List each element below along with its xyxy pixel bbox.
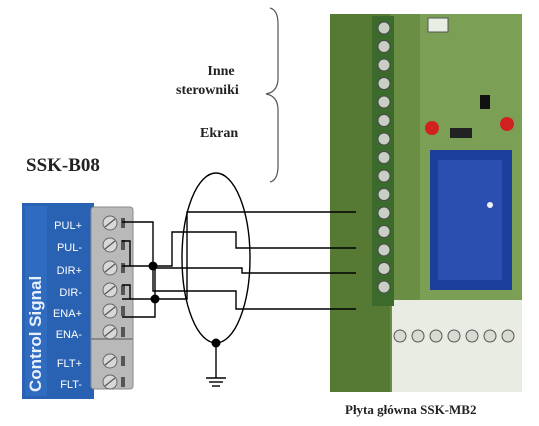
- other-controllers-label-line1: Inne: [207, 64, 235, 79]
- board-screw: [465, 329, 479, 343]
- board-bottom-screws: [393, 329, 515, 343]
- board-screw: [377, 95, 391, 109]
- board-screw: [377, 58, 391, 72]
- wire-ena-plus: [122, 211, 356, 300]
- control-signal-label: Control Signal: [26, 276, 45, 392]
- board-screw: [377, 40, 391, 53]
- board-screw: [393, 329, 407, 343]
- pin-label-pul-minusplus: PUL+: [54, 220, 82, 232]
- ssk-b08-module: Control Signal: [22, 203, 134, 399]
- junction-dots: [148, 261, 221, 348]
- board-screw: [447, 329, 461, 343]
- wire-dir-plus: [122, 231, 356, 267]
- wires: [122, 172, 356, 387]
- board-screw: [377, 114, 391, 127]
- wire-dir-minus: [122, 284, 131, 299]
- other-controllers-label-line2: sterowniki: [176, 83, 239, 98]
- board-screw: [483, 329, 497, 343]
- board-screw: [377, 21, 391, 35]
- pin-label-dir-minus: DIR-: [59, 287, 82, 299]
- board-screw: [377, 132, 391, 146]
- shield-label: Ekran: [200, 126, 239, 141]
- module-title: SSK-B08: [26, 155, 100, 176]
- board-screw: [377, 169, 391, 183]
- wire-pul-plus: [122, 221, 356, 310]
- board-screw: [377, 206, 391, 220]
- shield-ellipse: [181, 172, 251, 344]
- board-screw: [429, 329, 443, 343]
- pin-label-flt-minusplus: FLT+: [57, 358, 82, 370]
- pin-label-dir-minusplus: DIR+: [57, 265, 82, 277]
- board-screw: [411, 329, 425, 343]
- board-screw: [377, 225, 391, 238]
- pin-label-pul-minus: PUL-: [57, 242, 82, 254]
- board-screw: [377, 151, 391, 164]
- board-screw: [377, 262, 391, 275]
- board-screw: [377, 77, 391, 90]
- board-screw: [377, 243, 391, 257]
- board-screw: [377, 280, 391, 294]
- terminal-screws: [102, 215, 125, 390]
- pin-labels: PUL+ PUL- DIR+ DIR- ENA+ ENA- FLT+ FLT-: [53, 220, 82, 391]
- pin-label-flt-minus: FLT-: [60, 379, 82, 391]
- board-screw: [501, 329, 515, 343]
- wire-ena-minus: [122, 267, 356, 318]
- brace: [265, 7, 279, 183]
- board-terminal-screws: [377, 21, 391, 294]
- board-photo: [330, 14, 522, 392]
- pin-label-ena-minus: ENA-: [56, 329, 83, 341]
- board-screw: [377, 188, 391, 201]
- board-caption: Płyta główna SSK-MB2: [345, 402, 477, 417]
- wire-pul-minus: [122, 240, 131, 266]
- pin-label-ena-minusplus: ENA+: [53, 308, 82, 320]
